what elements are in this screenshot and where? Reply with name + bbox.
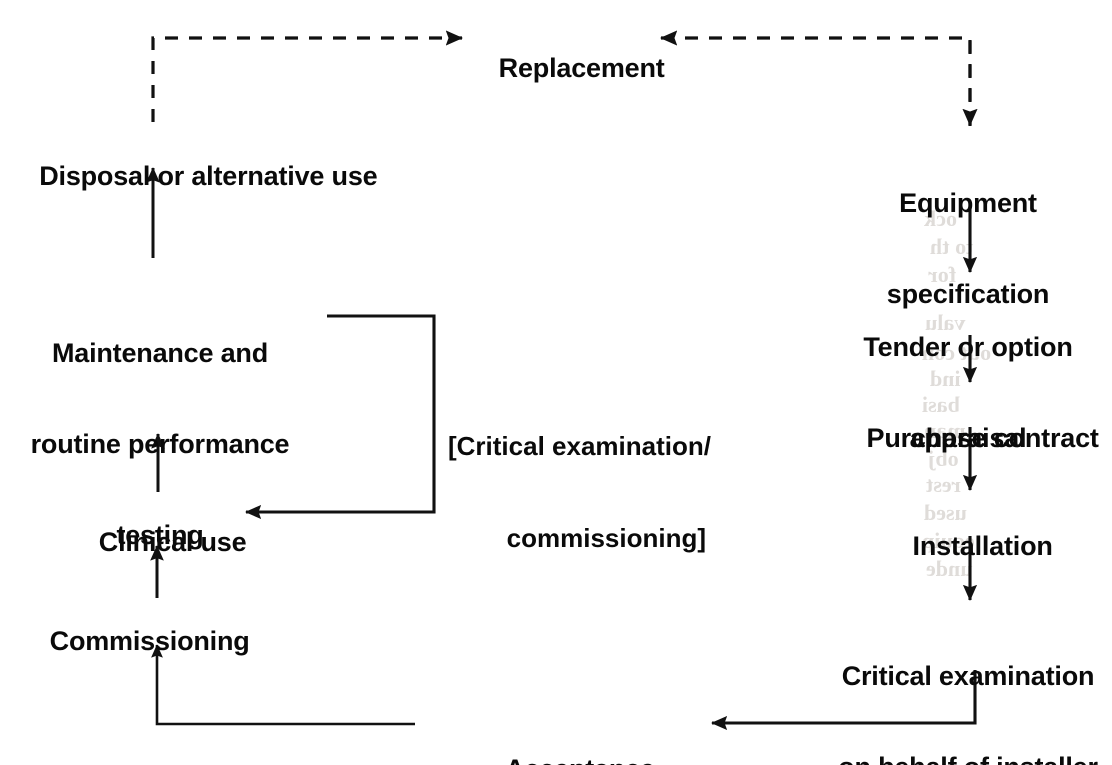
node-equipment-spec-line1: Equipment [899,188,1037,219]
node-commissioning: Commissioning [20,596,250,687]
node-maintenance-line2: routine performance [30,429,290,460]
annotation-critical-examination-commissioning: [Critical examination/ commissioning] [448,370,711,615]
node-critical-examination-on-behalf-of-installer: Critical examination on behalf of instal… [838,601,1098,765]
annotation-line2: commissioning] [506,523,706,554]
node-tender-line2: appraisal [909,423,1027,454]
node-disposal-or-alternative-use: Disposal or alternative use [10,131,377,222]
node-tender-or-option-appraisal: Tender or option appraisal [863,272,1072,514]
node-commissioning-label: Commissioning [49,626,250,657]
node-replacement: Replacement [469,23,665,114]
node-critical-exam-installer-line1: Critical examination [841,661,1095,692]
node-disposal-label: Disposal or alternative use [39,161,378,192]
node-installation-label: Installation [912,531,1053,562]
node-maintenance-line1: Maintenance and [51,338,269,369]
annotation-line1: [Critical examination/ [448,431,711,462]
node-acceptance-on-behalf-of-purchase: Acceptance on behalf of purchase [442,694,718,765]
node-purchase-contract: Purchase contract [837,393,1099,484]
edge-acceptance-to-commissioning [151,644,415,726]
node-acceptance-line1: Acceptance [442,754,718,765]
edge-disposal-to-replacement [151,30,464,122]
node-replacement-label: Replacement [498,53,665,84]
edge-critical-examination-to-acceptance [711,670,977,731]
node-critical-exam-installer-line2: on behalf of installer [838,752,1098,765]
edge-replacement-to-equipment-specification [659,30,978,127]
node-purchase-contract-label: Purchase contract [866,423,1099,454]
node-clinical-use: Clinical use [70,497,247,588]
node-maintenance-and-routine-performance-testing: Maintenance and routine performance test… [31,278,290,611]
node-tender-line1: Tender or option [863,332,1073,363]
node-equipment-spec-line2: specification [886,279,1050,310]
node-equipment-specification: Equipment specification [886,128,1050,370]
node-installation: Installation [883,501,1053,592]
node-maintenance-line3: testing [116,519,204,550]
node-clinical-use-label: Clinical use [98,527,247,558]
edge-maintenance-to-clinical-use-feedback [245,314,436,520]
